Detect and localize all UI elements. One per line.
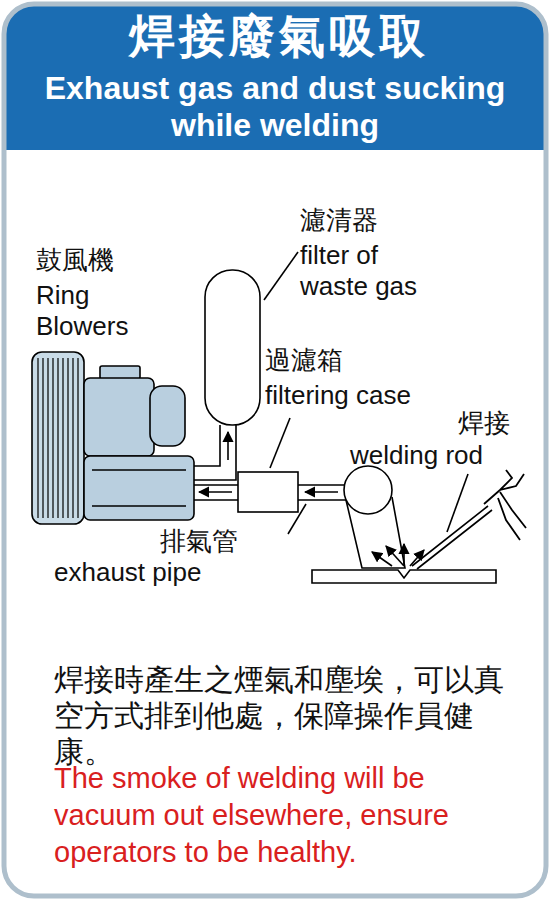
- fume-arrow: [403, 544, 405, 566]
- part-label: exhaust pipe: [54, 557, 201, 588]
- fin-stroke: [67, 358, 68, 518]
- part-label: welding rod: [350, 440, 483, 471]
- pipe-to-filter: [194, 425, 236, 480]
- base-line: [92, 469, 186, 471]
- flow-arrow: [227, 432, 229, 460]
- fin-stroke: [37, 358, 38, 518]
- electrode-holder: [484, 470, 526, 540]
- part-label: 鼓風機: [36, 245, 114, 276]
- exhaust-pipe: [194, 485, 238, 500]
- blower-fins: [38, 358, 78, 518]
- leader-line: [447, 474, 468, 532]
- welding-rod: [412, 506, 492, 569]
- fin-stroke: [72, 358, 73, 518]
- blower-fan-housing: [32, 352, 84, 524]
- part-label: 過濾箱: [265, 345, 343, 376]
- part-label: filtering case: [265, 380, 411, 411]
- flow-arrow: [305, 491, 338, 493]
- leader-line: [270, 418, 290, 468]
- part-label: 濾清器: [300, 205, 378, 236]
- card-border: [4, 4, 546, 896]
- leader-line: [288, 504, 306, 534]
- leader-line: [264, 252, 298, 300]
- part-label: filter of waste gas: [300, 240, 440, 302]
- fin-stroke: [52, 358, 53, 518]
- fin-stroke: [47, 358, 48, 518]
- blower-base: [84, 456, 194, 520]
- caption-english: The smoke of welding will be vacuum out …: [54, 760, 529, 871]
- fin-stroke: [77, 358, 78, 518]
- diagram-art: [32, 252, 526, 583]
- title: 焊接廢氣吸取: [4, 8, 550, 64]
- base-line: [92, 505, 186, 507]
- blower-motor: [84, 378, 154, 456]
- subtitle: Exhaust gas and dust sucking while weldi…: [30, 70, 520, 144]
- part-label: 焊接: [458, 408, 510, 439]
- motor-end-cap: [150, 386, 185, 446]
- fin-stroke: [62, 358, 63, 518]
- part-label: Ring Blowers: [36, 280, 166, 342]
- filtering-case: [238, 472, 298, 512]
- work-piece: [312, 570, 496, 583]
- flow-arrow: [199, 491, 232, 493]
- hood-head: [344, 466, 392, 514]
- fin-stroke: [57, 358, 58, 518]
- fin-stroke: [42, 358, 43, 518]
- part-label: 排氣管: [160, 526, 238, 557]
- terminal-box: [100, 366, 140, 379]
- fume-arrow: [372, 552, 392, 566]
- caption: 焊接時產生之煙氣和塵埃，可以真空方式排到他處，保障操作員健康。: [54, 662, 524, 770]
- waste-gas-filter: [205, 270, 260, 425]
